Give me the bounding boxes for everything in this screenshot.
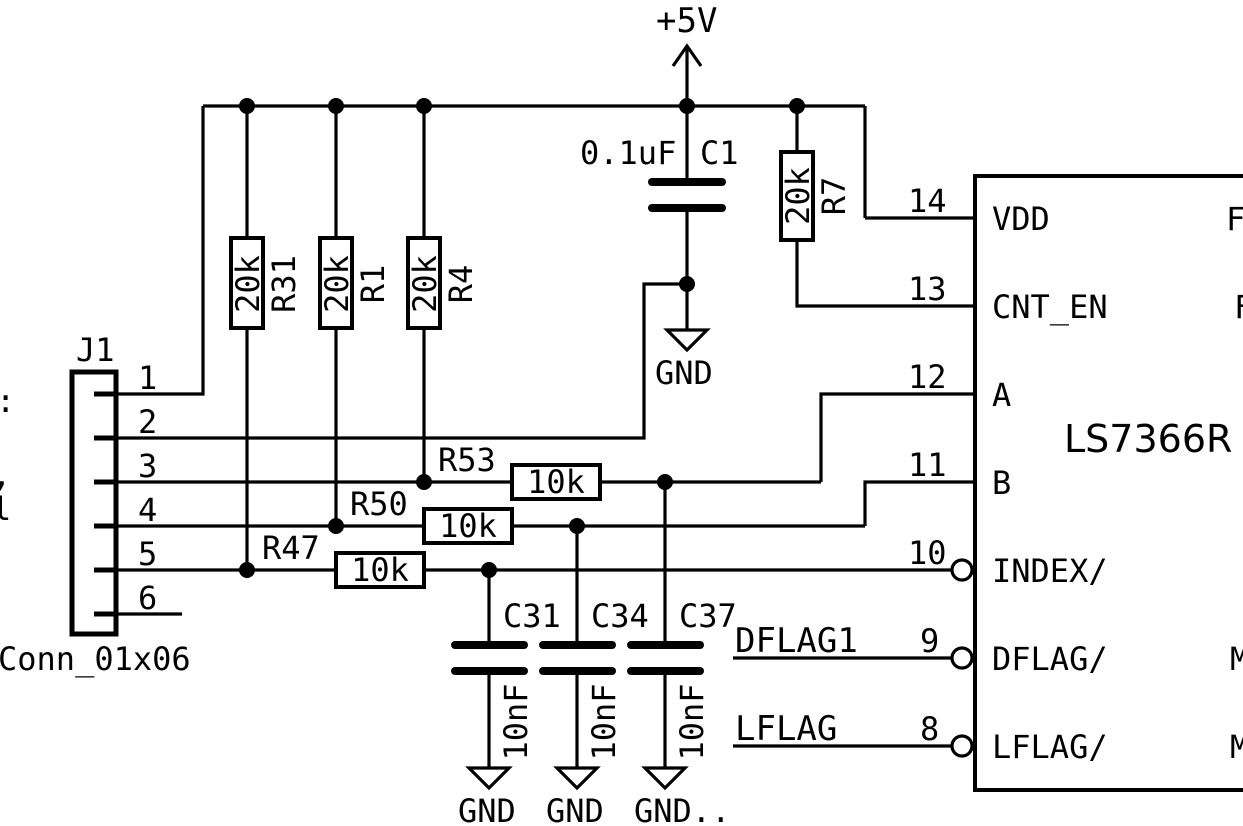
c1-ref: C1 (700, 134, 739, 172)
r1-value: 20k (318, 255, 356, 313)
ic-pin-number: 12 (908, 358, 947, 396)
c1-value: 0.1uF (580, 134, 676, 172)
resistor-r53 (510, 463, 602, 501)
ic-pin-name: CNT_EN (992, 288, 1108, 326)
net-label-lflag: LFLAG (735, 709, 837, 749)
r31-value: 20k (229, 255, 267, 313)
resistor-r50 (422, 507, 514, 545)
c31-ref: C31 (503, 597, 561, 635)
net-label-dflag: DFLAG1 (735, 621, 858, 661)
r47-value: 10k (351, 551, 409, 589)
left-edge-glyph: : (0, 382, 15, 420)
ic-pin-number: 11 (908, 446, 947, 484)
c37-ref: C37 (679, 597, 737, 635)
r53-ref: R53 (438, 441, 496, 479)
resistor-r1 (318, 106, 354, 526)
r47-ref: R47 (262, 529, 320, 567)
r31-ref: R31 (265, 255, 303, 313)
r53-value: 10k (527, 463, 585, 501)
ic-pin-name: VDD (992, 200, 1050, 238)
r50-ref: R50 (350, 485, 408, 523)
r50-value: 10k (439, 507, 497, 545)
ic-pin-number: 13 (908, 270, 947, 308)
vcc-label: +5V (656, 1, 717, 41)
resistor-r7 (779, 106, 975, 308)
capacitor-c31 (451, 570, 528, 791)
c34-ref: C34 (591, 597, 649, 635)
ic-pin-number: 10 (908, 534, 947, 572)
r1-ref: R1 (354, 265, 392, 304)
left-edge-glyph: , (0, 456, 11, 494)
ic-pin-name: DFLAG/ (992, 640, 1108, 678)
r7-ref: R7 (815, 177, 853, 216)
ic-pin-name: B (992, 464, 1011, 502)
r4-value: 20k (406, 255, 444, 313)
connector-value: Conn_01x06 (0, 640, 191, 678)
ic-name: LS7366R (1064, 417, 1232, 461)
vcc-rail (203, 43, 975, 220)
net-wires (116, 106, 975, 616)
ic-pin-name: INDEX/ (992, 552, 1108, 590)
ic-right-glyph: F (1226, 200, 1243, 238)
left-edge-glyph: l (0, 490, 11, 528)
ic-right-glyph: F (1234, 288, 1243, 326)
gnd-label: GND (546, 792, 604, 826)
capacitor-c1 (648, 106, 726, 353)
ic-pin-number: 8 (920, 710, 939, 748)
capacitor-c34 (539, 526, 616, 791)
connector-pin-6: 6 (138, 579, 157, 617)
connector-pin-4: 4 (138, 491, 157, 529)
ic-pin-number: 9 (920, 622, 939, 660)
c31-value: 10nF (497, 683, 535, 760)
connector-j1 (69, 369, 119, 637)
ic-right-glyph: M (1230, 728, 1243, 766)
connector-pin-2: 2 (138, 403, 157, 441)
junction-dots (239, 98, 805, 578)
r7-value: 20k (779, 167, 817, 225)
gnd-label: GND (458, 792, 516, 826)
ic-pin-name: LFLAG/ (992, 728, 1108, 766)
ic-pin-number: 14 (908, 182, 947, 220)
r4-ref: R4 (442, 265, 480, 304)
c37-value: 10nF (673, 683, 711, 760)
connector-ref: J1 (76, 331, 115, 369)
c34-value: 10nF (585, 683, 623, 760)
gnd-label: GND.. (634, 792, 730, 826)
ic-ls7366r (733, 174, 1243, 792)
resistor-r4 (406, 106, 442, 482)
gnd-label: GND (655, 354, 713, 392)
capacitor-c37 (627, 482, 704, 791)
resistor-r47 (334, 551, 426, 589)
ic-pin-name: A (992, 376, 1011, 414)
connector-pin-3: 3 (138, 447, 157, 485)
connector-pin-5: 5 (138, 535, 157, 573)
resistor-r31 (229, 106, 265, 570)
connector-pin-1: 1 (138, 359, 157, 397)
ic-right-glyph: M (1230, 640, 1243, 678)
